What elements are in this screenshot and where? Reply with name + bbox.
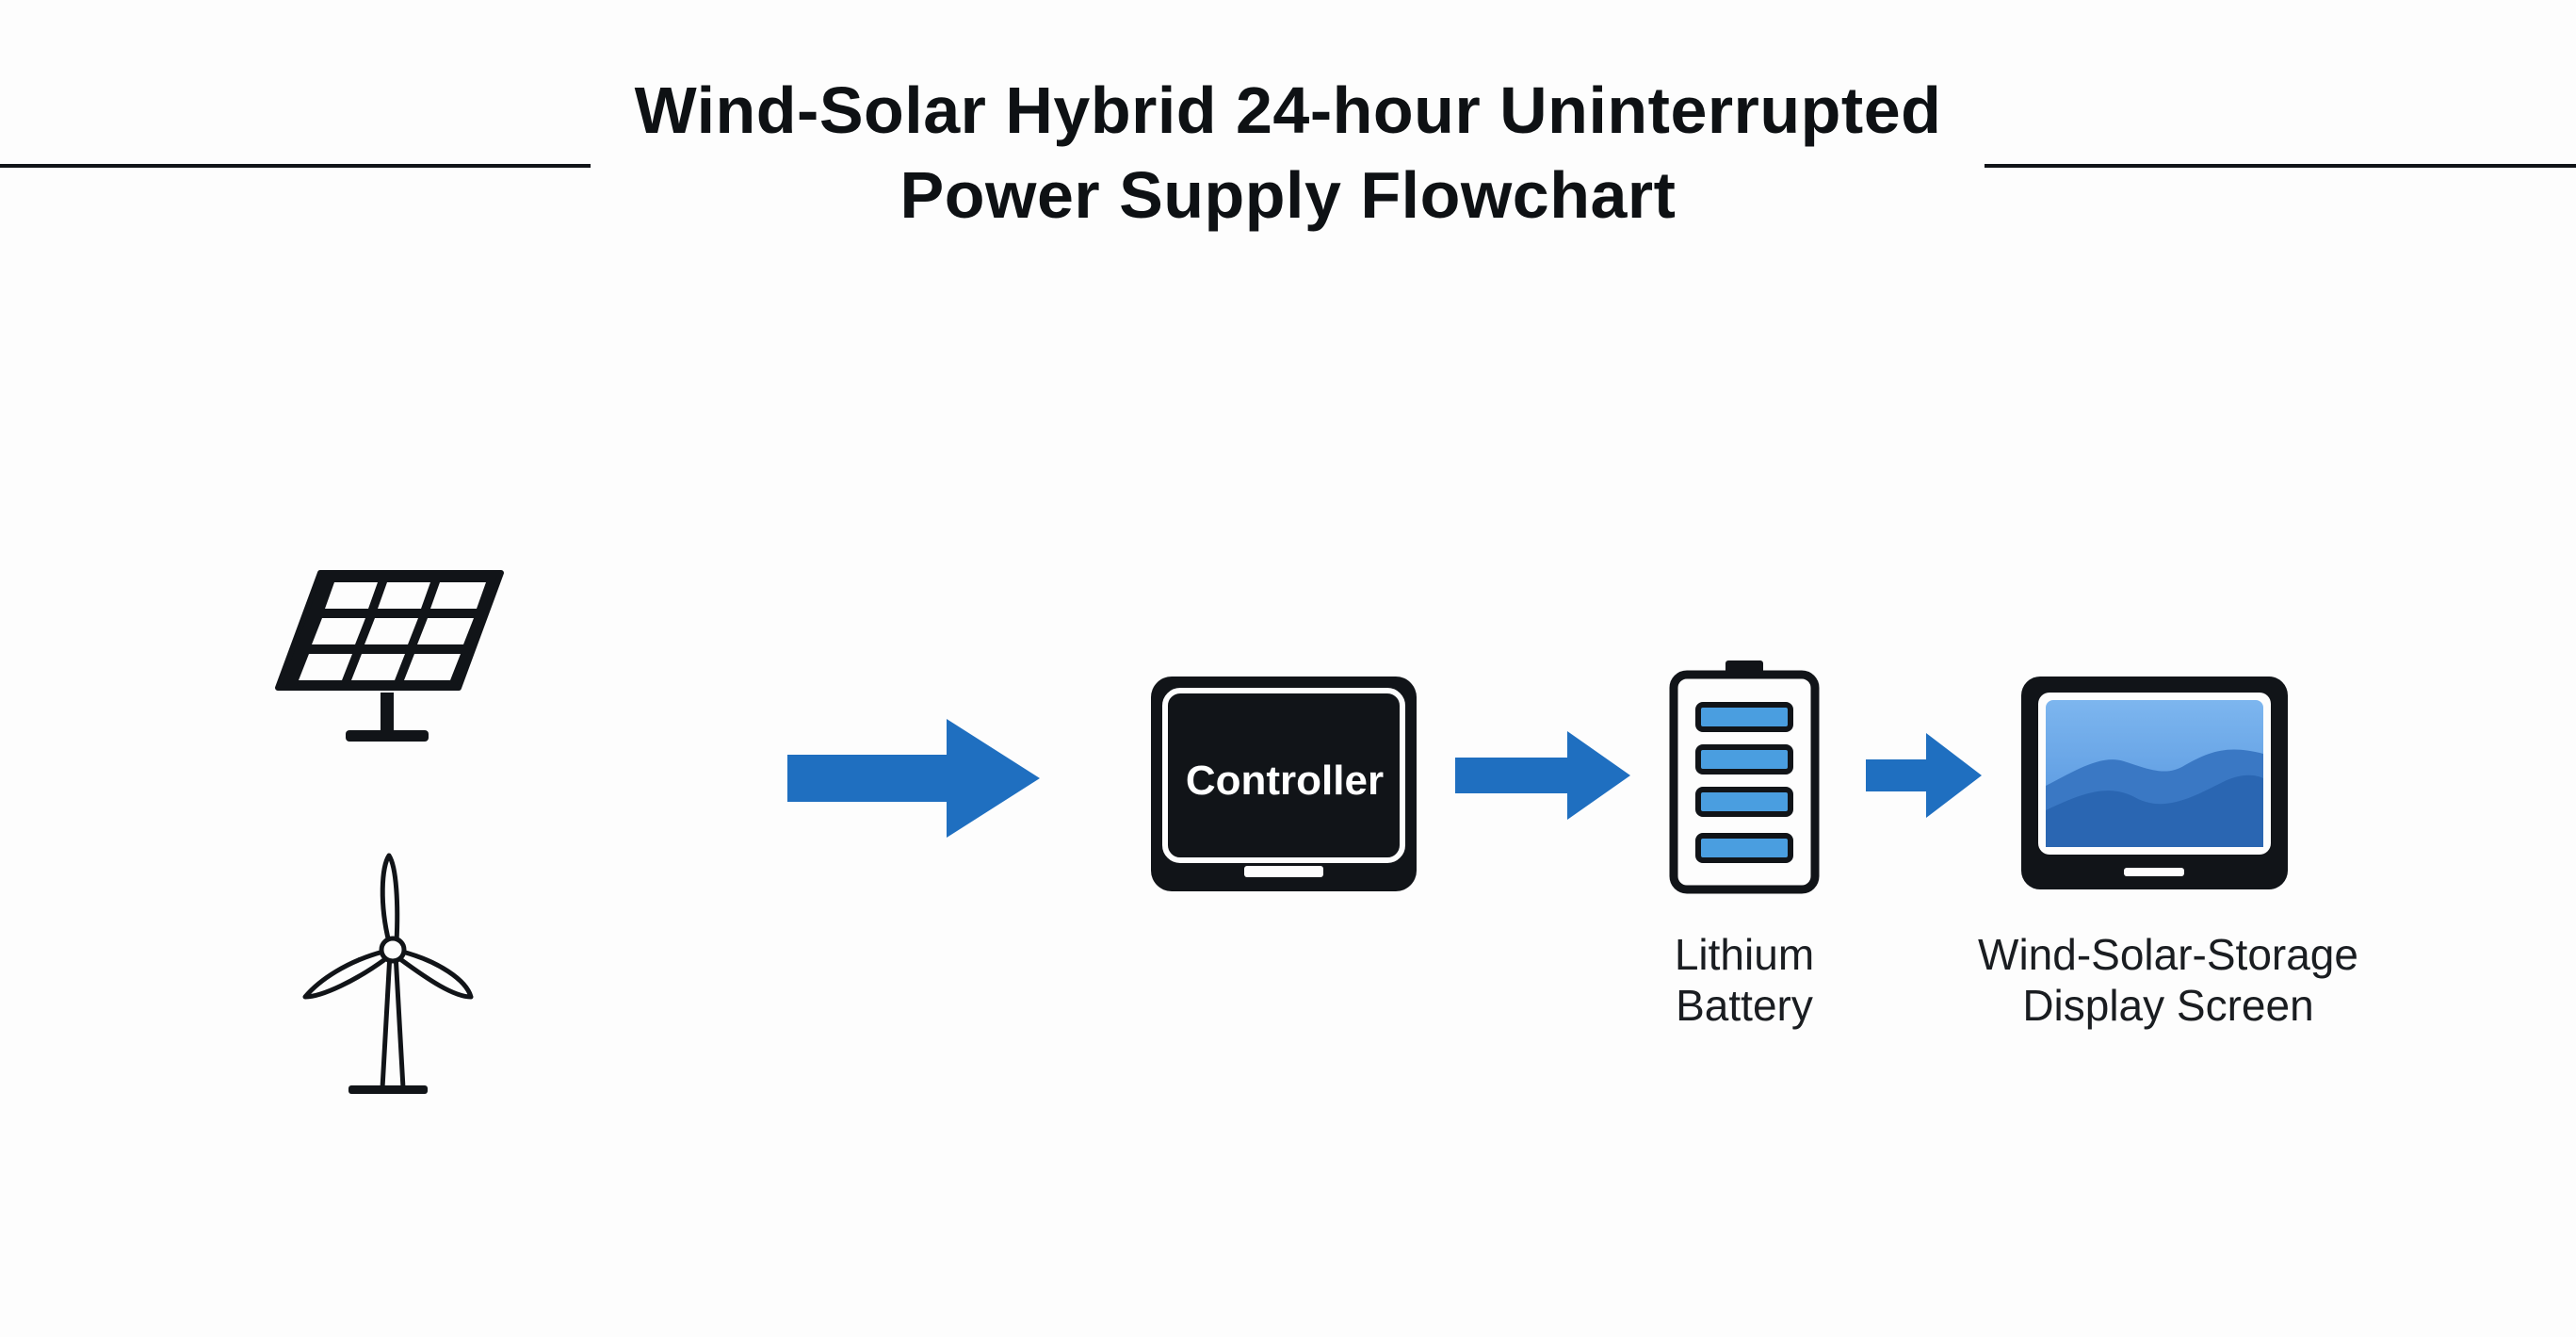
battery-label: Lithium Battery <box>1650 929 1839 1031</box>
flow-arrow-battery-to-display <box>1866 733 1982 818</box>
display-label: Wind-Solar-Storage Display Screen <box>1933 929 2404 1031</box>
title-rule-right <box>1985 164 2576 168</box>
display-label-line-2: Display Screen <box>2022 981 2314 1030</box>
flow-arrow-sources-to-controller <box>787 719 1040 838</box>
display-screen-icon <box>2021 677 2288 889</box>
controller-monitor-icon: Controller <box>1151 677 1417 891</box>
title-rule-left <box>0 164 591 168</box>
title-line-1: Wind-Solar Hybrid 24-hour Uninterrupted <box>634 73 1942 147</box>
solar-panel-icon <box>275 570 504 742</box>
display-label-line-1: Wind-Solar-Storage <box>1978 930 2358 979</box>
page-title: Wind-Solar Hybrid 24-hour Uninterrupted … <box>565 68 2011 237</box>
battery-label-line-1: Lithium <box>1674 930 1815 979</box>
flow-arrow-controller-to-battery <box>1455 731 1630 820</box>
controller-label: Controller <box>1186 758 1384 804</box>
battery-label-line-2: Battery <box>1676 981 1813 1030</box>
lithium-battery-icon <box>1669 660 1820 894</box>
wind-turbine-icon <box>302 853 474 1094</box>
title-line-2: Power Supply Flowchart <box>899 158 1677 232</box>
